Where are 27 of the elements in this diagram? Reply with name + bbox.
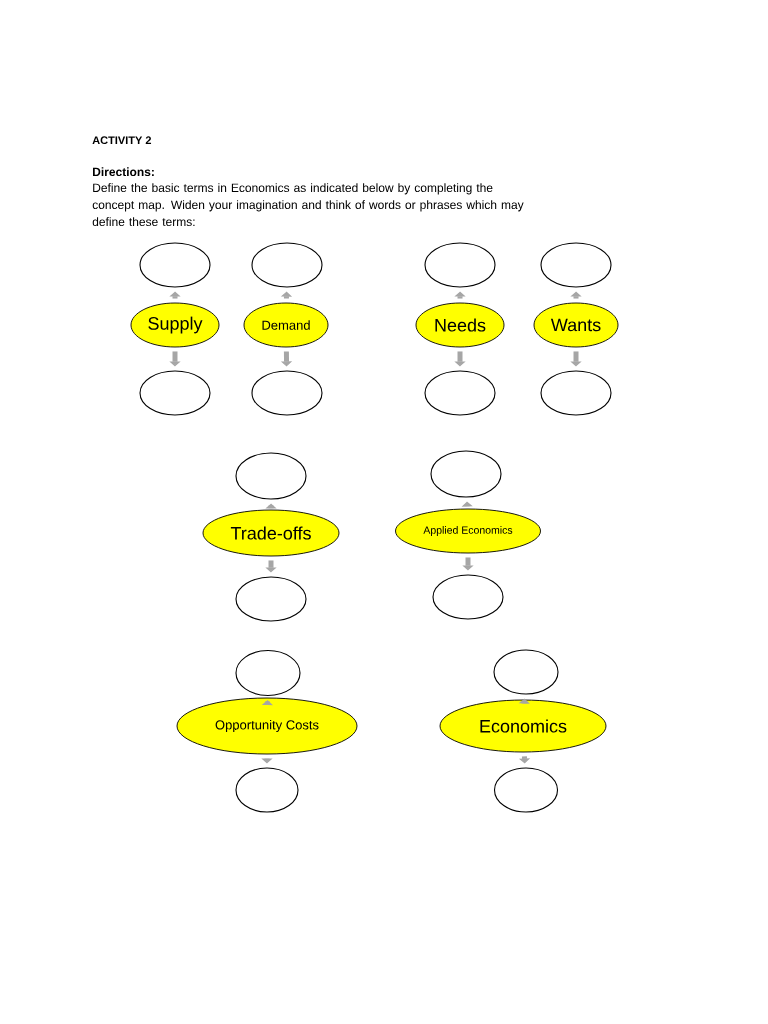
answer-oval — [235, 767, 299, 813]
term-oval: Demand — [243, 302, 329, 348]
term-oval: Supply — [130, 302, 220, 348]
heading: Directions: — [93, 167, 154, 177]
answer-oval — [424, 242, 496, 288]
term-oval: Opportunity Costs — [176, 697, 358, 755]
answer-oval — [139, 242, 211, 288]
answer-oval — [493, 649, 559, 695]
answer-oval — [430, 450, 502, 498]
answer-oval — [251, 242, 323, 288]
term-oval: Wants — [533, 302, 619, 348]
answer-oval — [235, 576, 307, 622]
title: ACTIVITY 2 — [92, 136, 152, 145]
answer-oval — [540, 370, 612, 416]
answer-oval — [235, 452, 307, 500]
answer-oval — [235, 649, 301, 697]
answer-oval — [432, 574, 504, 620]
term-oval: Applied Economics — [395, 508, 541, 554]
answer-oval — [251, 370, 323, 416]
term-oval: Needs — [415, 302, 505, 348]
term-oval: Economics — [439, 699, 607, 753]
answer-oval — [540, 242, 612, 288]
answer-oval — [424, 370, 496, 416]
term-oval: Trade-offs — [202, 509, 340, 557]
answer-oval — [139, 370, 211, 416]
answer-oval — [493, 767, 559, 813]
instructions-text: Define the basic terms in Economics as indicated below by completing the concept map. Widen your imagination and think of words or phrases which may define these terms: — [92, 183, 524, 226]
